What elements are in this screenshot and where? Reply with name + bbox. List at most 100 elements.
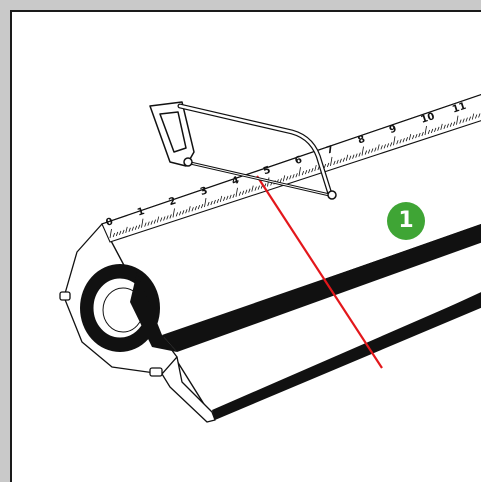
- profile-groove-upper: [162, 224, 481, 352]
- tape-tick: [355, 153, 358, 158]
- tape-number: 3: [199, 185, 209, 198]
- tape-tick: [459, 119, 462, 124]
- step-number: 1: [398, 208, 414, 233]
- tape-tick: [367, 149, 371, 154]
- tape-tick: [232, 193, 235, 198]
- tape-number: 5: [262, 165, 272, 178]
- end-cap-foot: [161, 356, 216, 423]
- tape-tick: [197, 205, 201, 210]
- tape-tick: [380, 145, 383, 150]
- tape-tick: [408, 134, 412, 141]
- tape-tick: [452, 121, 456, 126]
- tape-tick: [115, 231, 119, 237]
- tape-tick: [292, 174, 295, 179]
- tape-tick: [330, 156, 333, 166]
- tape-tick: [462, 118, 465, 123]
- tape-tick: [122, 229, 125, 235]
- tape-tick: [371, 148, 374, 153]
- tape-band: [130, 272, 177, 352]
- tape-tick: [207, 201, 210, 207]
- tape-tick: [308, 168, 311, 174]
- tape-tick: [361, 146, 364, 156]
- tape-tick: [147, 221, 150, 226]
- tape-tick: [304, 169, 308, 175]
- tape-tick: [257, 185, 260, 190]
- tape-tick: [456, 115, 459, 125]
- tape-tick: [465, 117, 468, 122]
- tape-tick: [163, 216, 166, 221]
- tape-tick: [172, 208, 175, 218]
- tape-graduations: [109, 113, 481, 239]
- cut-line: [256, 175, 383, 369]
- tape-tick: [323, 163, 327, 169]
- tape-tick: [326, 162, 330, 168]
- tape-tick: [134, 225, 138, 230]
- tape-number: 9: [388, 124, 398, 137]
- tape-tick: [440, 123, 443, 130]
- tape-tick: [336, 159, 339, 164]
- tape-tick: [418, 132, 421, 138]
- tape-tick: [405, 137, 408, 142]
- tape-tick: [424, 125, 427, 136]
- tape-tick: [449, 122, 453, 127]
- hacksaw-pin-front: [183, 157, 193, 167]
- tape-tick: [131, 226, 134, 231]
- tape-tick: [144, 222, 147, 227]
- tape-tick: [421, 131, 424, 137]
- tape-tick: [339, 158, 342, 163]
- tape-tick: [286, 176, 289, 181]
- tape-tick: [169, 214, 172, 219]
- tape-tick: [393, 136, 396, 146]
- tape-tick: [478, 113, 481, 118]
- tape-tick: [399, 139, 402, 144]
- tape-tick: [427, 129, 431, 135]
- tape-tick: [415, 133, 418, 139]
- tape-tick: [241, 190, 245, 195]
- tape-tick: [125, 226, 128, 233]
- tape-tick: [342, 157, 345, 162]
- tape-number: 0: [105, 216, 115, 229]
- tape-tick: [358, 152, 361, 157]
- tape-tick: [471, 113, 475, 120]
- tape-tick: [204, 198, 207, 208]
- tape-tick: [194, 206, 197, 211]
- tape-number: 4: [231, 175, 241, 188]
- tape-tick: [279, 178, 282, 183]
- tape-tick: [223, 196, 226, 202]
- hacksaw-handle-grip: [159, 111, 187, 153]
- end-pin-left: [59, 291, 71, 301]
- tape-tick: [345, 154, 349, 161]
- hacksaw-blade-highlight: [185, 161, 335, 197]
- tape-tick: [216, 198, 219, 204]
- tape-tick: [128, 227, 131, 232]
- tape-tick: [182, 210, 185, 215]
- tape-tick: [434, 127, 437, 133]
- tape-tick: [475, 114, 478, 119]
- tape-tick: [210, 200, 213, 206]
- tape-tick: [311, 167, 314, 173]
- tape-tick: [402, 138, 405, 143]
- tape-tick: [160, 217, 163, 222]
- tape-tick: [468, 116, 471, 121]
- tape-number: 2: [168, 196, 178, 209]
- tape-number: 6: [294, 154, 304, 167]
- tape-tick: [377, 144, 380, 151]
- tape-tick: [386, 143, 390, 148]
- tape-tick: [430, 128, 434, 134]
- tape-tick: [109, 228, 112, 239]
- profile-groove-lower: [212, 292, 481, 420]
- tape-tick: [298, 167, 301, 177]
- tape-tick: [289, 175, 292, 180]
- tape-number: 11: [451, 101, 468, 116]
- hacksaw-pin-back: [327, 190, 337, 200]
- tape-tick: [254, 186, 257, 191]
- tape-tick: [150, 220, 153, 225]
- tape-roll-icon: [80, 264, 177, 352]
- tape-tick: [141, 218, 144, 228]
- tape-tick: [188, 206, 191, 213]
- tape-tick: [200, 203, 204, 209]
